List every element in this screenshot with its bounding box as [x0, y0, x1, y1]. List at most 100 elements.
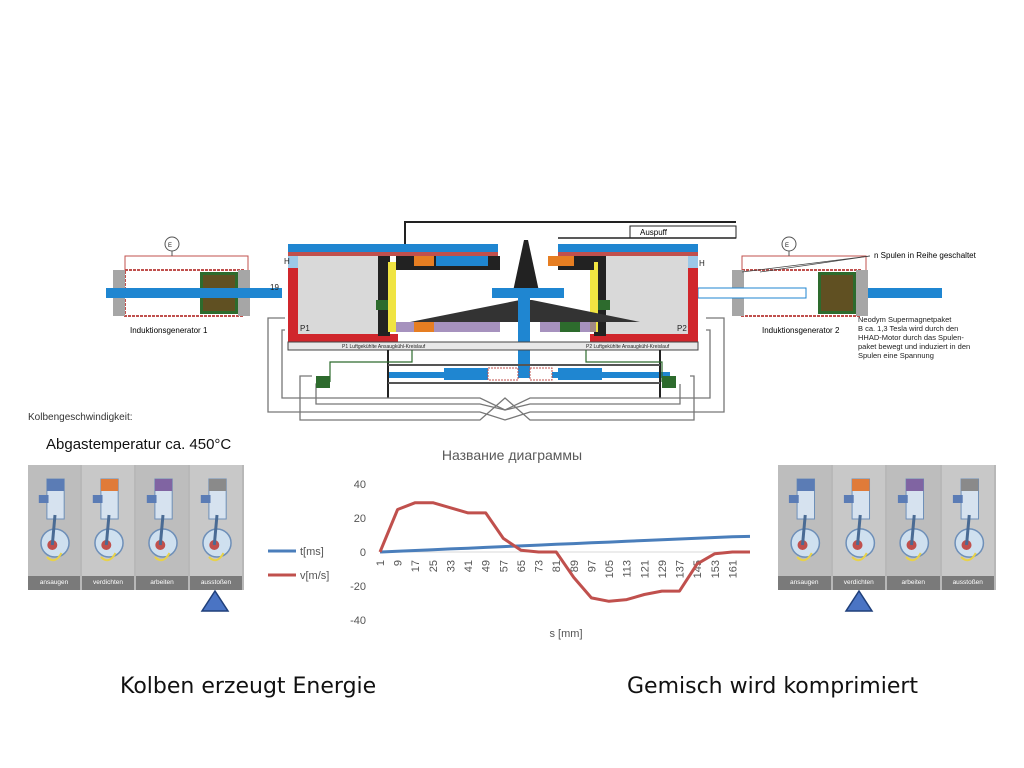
engine-cylinder-icon: [92, 478, 124, 562]
engine-cylinder-icon: [788, 478, 821, 562]
shaft-right: [868, 288, 942, 298]
label-19: 19: [270, 283, 279, 292]
x-tick-label: 97: [586, 560, 598, 572]
caption-left: Kolben erzeugt Energie: [120, 674, 377, 699]
kreislauf-left-label: P1 Luftgekühlte Ansaugkühl-Kreislauf: [342, 344, 426, 350]
y-tick-label: 40: [354, 479, 366, 491]
y-tick-label: 20: [354, 513, 366, 525]
chart-x-axis-label: s [mm]: [550, 628, 583, 640]
stroke-stage-label: ansaugen: [789, 579, 819, 586]
magnet-note-line: HHAD-Motor durch das Spulen-: [858, 333, 964, 342]
x-tick-label: 105: [604, 560, 616, 578]
cylinder-right: [540, 244, 698, 342]
cylinder-left: [288, 244, 500, 342]
abgastemperatur-label: Abgastemperatur ca. 450°C: [46, 436, 232, 453]
legend-label-1: v[m/s]: [300, 570, 329, 582]
x-tick-label: 161: [727, 560, 739, 578]
shaft-right-tube: [697, 287, 807, 299]
stroke-stage-1: verdichten: [832, 465, 885, 590]
x-tick-label: 65: [516, 560, 528, 572]
engine-cylinder-icon: [38, 478, 70, 562]
chart-title: Название диаграммы: [442, 447, 582, 463]
stroke-stage-label: ausstoßen: [200, 579, 232, 586]
x-tick-label: 153: [710, 560, 722, 578]
stroke-stage-bar: ausstoßen: [941, 576, 994, 590]
x-tick-label: 9: [393, 560, 405, 566]
x-tick-label: 41: [463, 560, 475, 572]
stroke-stage-label: ausstoßen: [952, 579, 983, 586]
p1-label: P1: [300, 324, 310, 333]
legend-label-0: t[ms]: [300, 546, 324, 558]
spulen-label: n Spulen in Reihe geschaltet: [874, 251, 977, 260]
engine-cylinder-icon: [952, 478, 984, 562]
magnet-note-line: B ca. 1,3 Tesla wird durch den: [858, 324, 958, 333]
x-tick-label: 49: [481, 560, 493, 572]
engine-cylinder-icon: [897, 478, 930, 562]
stroke-stage-bar: arbeiten: [136, 576, 188, 590]
stroke-strip-left: ansaugen verdichten arbeiten ausstoßen: [28, 465, 244, 590]
stroke-stage-0: ansaugen: [778, 465, 831, 590]
stroke-stage-bar: ansaugen: [28, 576, 80, 590]
stage-marker-right: [844, 589, 874, 618]
x-tick-label: 1: [375, 560, 387, 566]
x-tick-label: 129: [657, 560, 669, 578]
pump-right: [662, 376, 676, 388]
h-right-label: H: [699, 259, 705, 268]
meter-right: E: [785, 243, 789, 249]
stroke-stage-bar: verdichten: [82, 576, 134, 590]
kolbengeschwindigkeit-label: Kolbengeschwindigkeit:: [28, 412, 133, 423]
stroke-stage-label: arbeiten: [150, 579, 174, 586]
generator-right: [732, 236, 871, 317]
stroke-stage-label: verdichten: [93, 579, 123, 586]
shaft-left: [106, 288, 282, 298]
magnet-note-line: paket bewegt und induziert in den: [858, 342, 970, 351]
series-line-1: [378, 501, 750, 603]
x-tick-label: 113: [622, 560, 634, 578]
stroke-stage-label: arbeiten: [901, 579, 926, 586]
caption-right: Gemisch wird komprimiert: [627, 674, 919, 699]
generator-right-label: Induktionsgenerator 2: [762, 326, 840, 335]
h-left-label: H: [284, 257, 290, 266]
x-tick-label: 137: [675, 560, 687, 578]
stroke-stage-2: arbeiten: [887, 465, 940, 590]
stroke-stage-2: arbeiten: [136, 465, 188, 590]
frame-rails: [287, 341, 699, 398]
stroke-stage-1: verdichten: [82, 465, 134, 590]
stroke-stage-bar: ansaugen: [778, 576, 831, 590]
stroke-stage-0: ansaugen: [28, 465, 80, 590]
x-tick-label: 57: [498, 560, 510, 572]
meter-left: E: [168, 243, 172, 249]
pump-left: [316, 376, 330, 388]
engine-cylinder-icon: [146, 478, 178, 562]
stroke-stage-bar: verdichten: [832, 576, 885, 590]
engine-cylinder-icon: [200, 478, 232, 562]
kreislauf-right-label: P2 Luftgekühlte Ansaugkühl-Kreislauf: [586, 344, 670, 350]
stroke-stage-3: ausstoßen: [941, 465, 994, 590]
y-tick-label: 0: [360, 547, 366, 559]
stroke-strip-right: ansaugen verdichten arbeiten ausstoßen: [778, 465, 996, 590]
x-tick-label: 33: [445, 560, 457, 572]
x-tick-label: 25: [428, 560, 440, 572]
exhaust-pipe: [404, 221, 737, 248]
green-line-right: [585, 350, 663, 382]
x-tick-label: 73: [534, 560, 546, 572]
x-tick-label: 81: [551, 560, 563, 572]
stroke-stage-label: ansaugen: [39, 579, 69, 586]
engine-cylinder-icon: [843, 478, 875, 562]
x-tick-label: 89: [569, 560, 581, 572]
engine-diagram: Auspuff E Induktionsgenerator 1 E Indukt…: [106, 221, 977, 421]
magnet-note-line: Spulen eine Spannung: [858, 351, 934, 360]
p2-label: P2: [677, 324, 687, 333]
y-tick-label: -40: [350, 615, 366, 627]
stroke-stage-label: verdichten: [843, 579, 874, 586]
stroke-stage-bar: arbeiten: [887, 576, 940, 590]
x-tick-label: 17: [410, 560, 422, 572]
y-tick-label: -20: [350, 581, 366, 593]
magnet-note-line: Neodym Supermagnetpaket: [858, 315, 952, 324]
generator-left: [113, 236, 250, 317]
green-line-left: [329, 350, 413, 382]
stroke-stage-3: ausstoßen: [190, 465, 242, 590]
stage-marker-left: [200, 589, 230, 618]
